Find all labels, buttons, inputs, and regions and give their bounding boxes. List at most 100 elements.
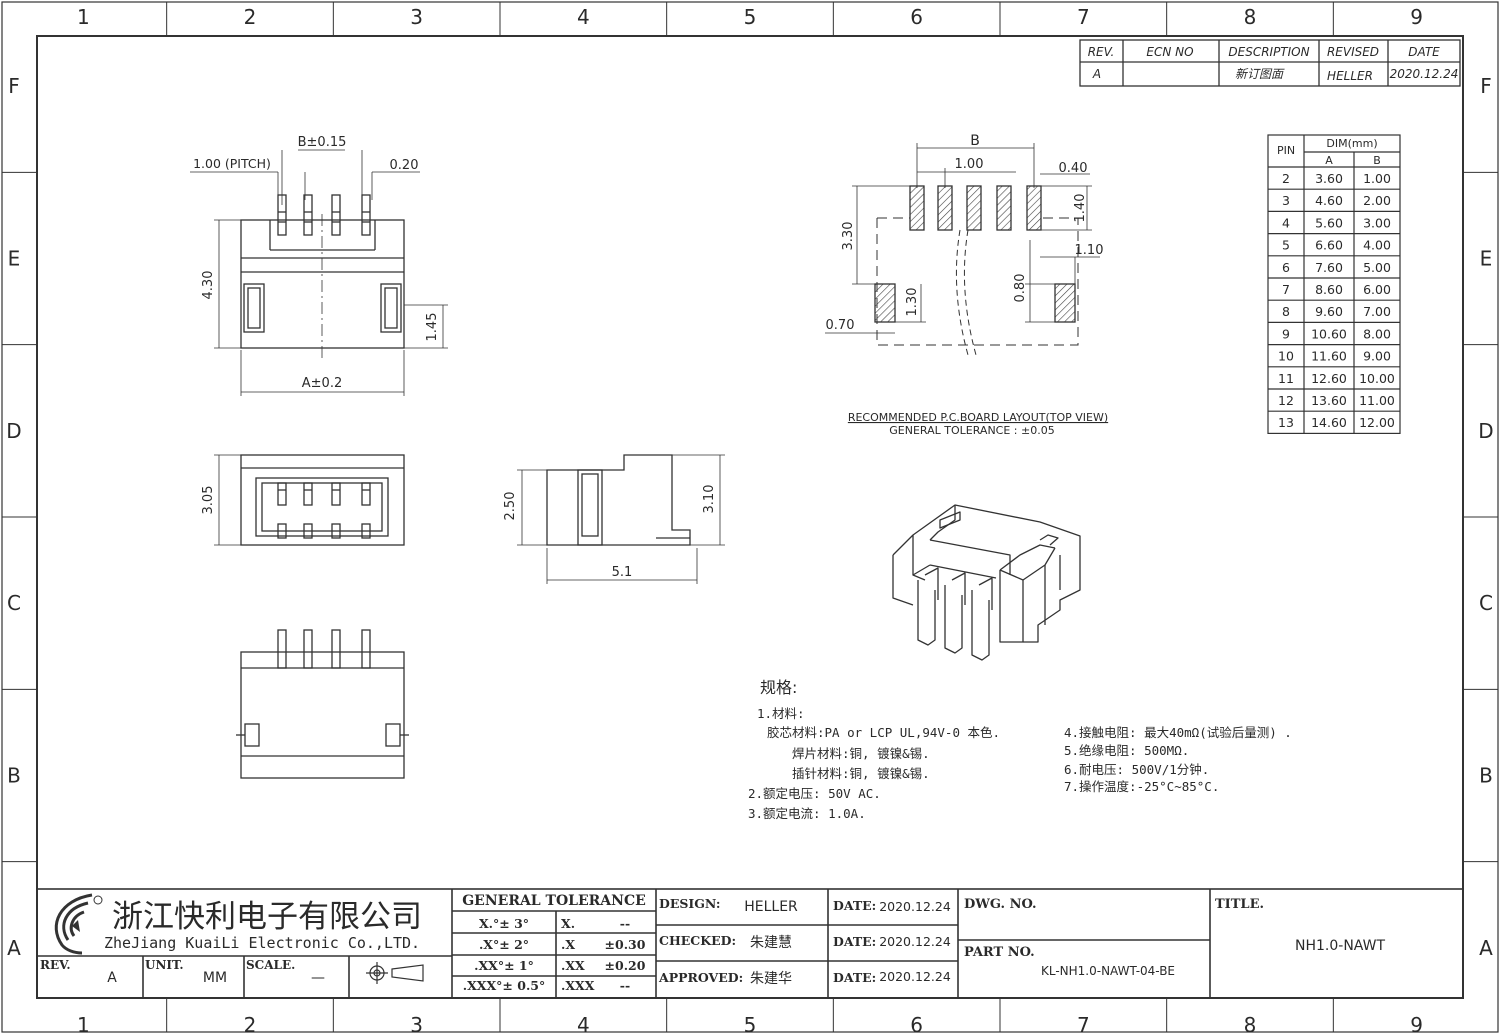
date-label-3: DATE:: [833, 970, 876, 985]
rev-header: REV.: [1088, 45, 1115, 59]
tolerance-angle: .X°± 2°: [479, 937, 529, 952]
pcb-signal-pad: [937, 185, 953, 231]
dim-column-header: DIM(mm): [1326, 137, 1377, 150]
width-51-label: 5.1: [612, 565, 633, 580]
pcb-signal-pad: [1026, 185, 1042, 231]
pin: [361, 194, 371, 236]
dim-table-cell: 10.00: [1359, 371, 1395, 386]
border-column-label: 4: [577, 5, 590, 29]
design-value: HELLER: [744, 899, 798, 915]
title-block: [36, 888, 1464, 999]
pin: [303, 482, 313, 506]
border-row-label: A: [1479, 936, 1493, 960]
border-column-label: 6: [910, 5, 923, 29]
pin: [277, 482, 287, 506]
a-column-header: A: [1325, 154, 1333, 167]
tolerance-value: ±0.30: [605, 937, 646, 952]
border-row-label: B: [7, 764, 21, 788]
dim-table-cell: 8: [1282, 304, 1290, 319]
pcb-layout: [874, 185, 1079, 356]
dim-table-cell: 10: [1278, 349, 1294, 364]
checked-value: 朱建慧: [750, 935, 792, 951]
dim-table-cell: 12: [1278, 393, 1294, 408]
border-column-label: 7: [1077, 1013, 1090, 1034]
border-row-label: E: [1480, 247, 1493, 271]
pin: [361, 482, 371, 506]
specs-title: 规格:: [760, 678, 797, 697]
company-name-cn: 浙江快利电子有限公司: [112, 899, 422, 935]
pitch-label: 1.00 (PITCH): [193, 156, 271, 171]
top-view-dims: [190, 149, 448, 396]
spec-line: 4.接触电阻: 最大40mΩ(试验后量测) .: [1064, 725, 1292, 740]
dim-table-cell: 5: [1282, 238, 1290, 253]
border-column-label: 7: [1077, 5, 1090, 29]
pcb-b-label: B: [970, 133, 980, 149]
dim-table-cell: 13: [1278, 415, 1294, 430]
pin: [303, 629, 313, 669]
pcb-tolerance-note: GENERAL TOLERANCE : ±0.05: [889, 424, 1054, 437]
dim-table-cell: 4.60: [1315, 193, 1343, 208]
spec-line: 1.材料:: [757, 706, 805, 721]
dim-table-cell: 9: [1282, 326, 1290, 341]
border-row-label: C: [1479, 591, 1493, 615]
date-label-1: DATE:: [833, 898, 876, 913]
border-row-label: D: [1478, 419, 1493, 443]
border-column-label: 9: [1410, 5, 1423, 29]
scale-value: —: [311, 970, 325, 986]
border-row-label: A: [7, 936, 21, 960]
description-value: 新订图面: [1235, 67, 1285, 81]
dim-table-cell: 7.00: [1363, 304, 1391, 319]
spec-line: 3.额定电流: 1.0A.: [748, 806, 866, 821]
dim-table-cell: 6: [1282, 260, 1290, 275]
dim-table-cell: 4: [1282, 215, 1290, 230]
border-column-label: 5: [744, 1013, 757, 1034]
border-column-label: 8: [1244, 5, 1257, 29]
part-no-value: KL-NH1.0-NAWT-04-BE: [1041, 964, 1175, 978]
spec-line: 焊片材料:铜, 镀镍&锡.: [792, 746, 930, 761]
rev-value-tb: A: [107, 970, 117, 986]
pcb-pad-height-label: 1.40: [1073, 194, 1088, 223]
front-view: [240, 454, 405, 546]
spec-line: 6.耐电压: 500V/1分钟.: [1064, 762, 1209, 777]
pcb-080-label: 0.80: [1013, 274, 1028, 303]
pin: [303, 194, 313, 236]
tolerance-digits: .XX: [561, 958, 585, 973]
company-name-en: ZheJiang KuaiLi Electronic Co.,LTD.: [104, 934, 420, 952]
company-logo: [54, 893, 103, 955]
rev-value: A: [1092, 67, 1101, 81]
pcb-330-label: 3.30: [841, 222, 856, 251]
dim-table-cell: 3.00: [1363, 215, 1391, 230]
dim-table-cell: 14.60: [1311, 415, 1347, 430]
title-label: TITLE.: [1215, 897, 1264, 912]
unit-value: MM: [203, 970, 227, 986]
dim-table-cell: 7: [1282, 282, 1290, 297]
pin-lower: [331, 523, 341, 539]
a-tolerance-label: A±0.2: [302, 376, 342, 391]
dim-table-cell: 2: [1282, 171, 1290, 186]
pcb-signal-pad: [909, 185, 925, 231]
dim-table-cell: 9.60: [1315, 304, 1343, 319]
border-column-label: 5: [744, 5, 757, 29]
projection-symbol: [366, 962, 424, 984]
height-250-label: 2.50: [503, 492, 518, 521]
border-column-label: 1: [77, 1013, 90, 1034]
date-value: 2020.12.24: [1390, 67, 1459, 81]
border-row-label: B: [1479, 764, 1493, 788]
tolerance-angle: .XX°± 1°: [474, 958, 534, 973]
spec-line: 5.绝缘电阻: 500MΩ.: [1064, 743, 1189, 758]
date-header: DATE: [1408, 45, 1440, 59]
rev-label: REV.: [40, 958, 71, 972]
dim-table-cell: 5.00: [1363, 260, 1391, 275]
inner-frame: [36, 35, 1464, 999]
pcb-mount-pad-right: [1054, 283, 1076, 323]
dim-table-cell: 6.00: [1363, 282, 1391, 297]
border-column-label: 1: [77, 5, 90, 29]
revised-value: HELLER: [1327, 69, 1373, 83]
top-view: [240, 194, 405, 360]
dwg-no-label: DWG. NO.: [964, 897, 1037, 912]
approved-label: APPROVED:: [658, 970, 743, 985]
pcb-signal-pad: [966, 185, 982, 231]
pcb-pad-width-label: 0.40: [1059, 161, 1088, 176]
revised-header: REVISED: [1327, 45, 1379, 59]
tolerance-value: --: [620, 916, 630, 931]
